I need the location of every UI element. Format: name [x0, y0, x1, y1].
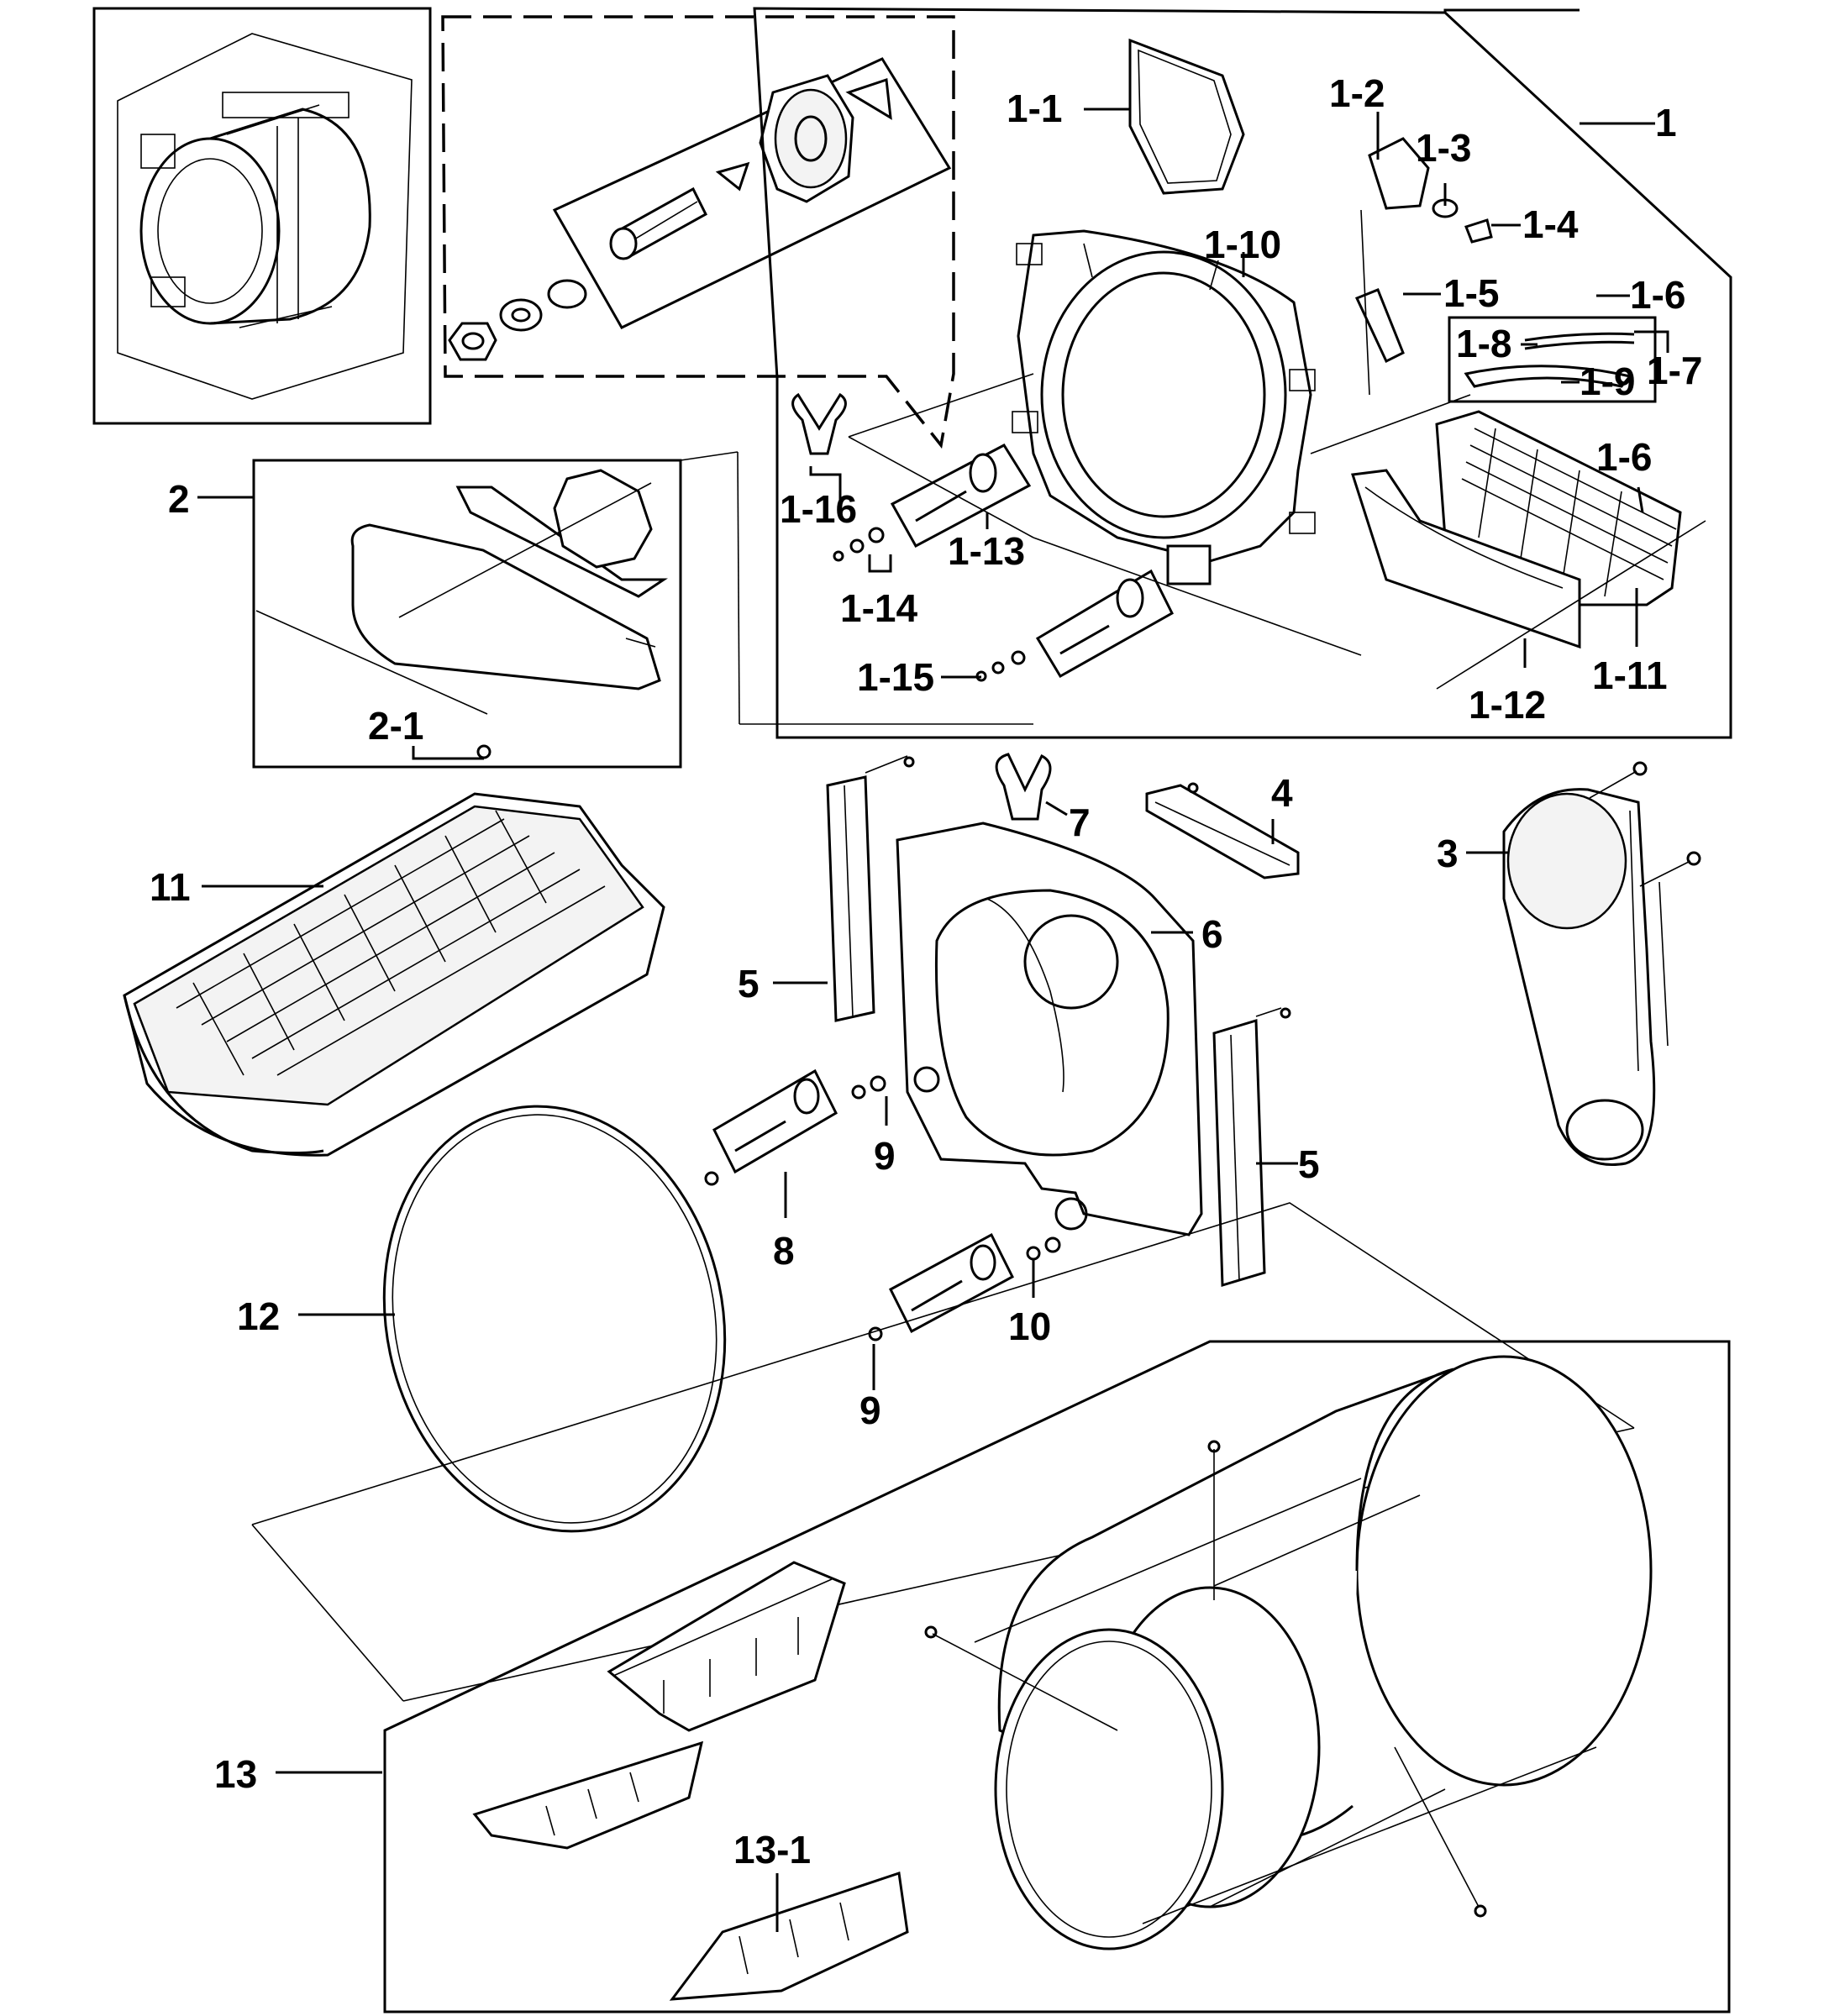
- part-10-roller: [868, 1232, 1061, 1341]
- label-1-9: 1-9: [1580, 360, 1635, 403]
- label-1-13: 1-13: [948, 529, 1025, 573]
- label-13-1: 13-1: [733, 1828, 811, 1872]
- part-1-13-roller: [890, 444, 1032, 549]
- part-7-clip: [995, 753, 1052, 821]
- label-1-6-lower: 1-6: [1596, 435, 1652, 479]
- label-1-15: 1-15: [857, 655, 934, 699]
- part-5-rail-left: [826, 755, 915, 1022]
- part-13-lifter-upper: [607, 1561, 846, 1732]
- label-1-5: 1-5: [1443, 271, 1499, 315]
- part-2-1-screw: [476, 744, 491, 759]
- label-9-lower: 9: [859, 1389, 881, 1432]
- washer-medium: [499, 298, 543, 332]
- label-9-upper: 9: [874, 1134, 896, 1178]
- label-1-10: 1-10: [1204, 223, 1281, 266]
- washer-large: [547, 279, 587, 309]
- label-3: 3: [1437, 832, 1459, 875]
- label-5-right: 5: [1298, 1142, 1320, 1186]
- label-1-2: 1-2: [1329, 71, 1385, 115]
- parts-1-7-1-9-box: [1448, 316, 1657, 403]
- roller-axle: [609, 186, 707, 260]
- assembly-1-frame: [753, 7, 1732, 739]
- label-6: 6: [1201, 912, 1223, 956]
- part-6-rear-panel: [896, 822, 1203, 1236]
- label-1-14: 1-14: [840, 586, 917, 630]
- callout-labels: 1 1-1 1-2 1-3 1-4 1-10 1-5 1-6 1-8 1-7 1…: [150, 71, 1702, 1872]
- label-5-left: 5: [738, 962, 760, 1005]
- label-1-3: 1-3: [1416, 126, 1471, 170]
- part-4-bracket: [1145, 782, 1300, 879]
- label-1: 1: [1655, 101, 1677, 144]
- label-1-11: 1-11: [1592, 654, 1668, 697]
- part-1-15-roller: [975, 569, 1174, 682]
- hex-nut: [448, 322, 497, 361]
- part-1-14-washers: [833, 527, 885, 562]
- part-1-2-switch-cover: [1368, 137, 1430, 210]
- assembly-1-guide-lines: [848, 209, 1706, 690]
- part-9-washers-upper: [851, 1075, 886, 1100]
- leader-lines: [197, 108, 1669, 1932]
- label-1-6-upper: 1-6: [1630, 273, 1685, 317]
- part-5-rail-right: [1212, 1007, 1291, 1287]
- label-13: 13: [214, 1752, 257, 1796]
- part-8-roller: [704, 1068, 838, 1186]
- label-10: 10: [1008, 1305, 1051, 1348]
- label-1-1: 1-1: [1007, 87, 1062, 130]
- label-1-16: 1-16: [780, 487, 857, 531]
- assembled-drum-illustration: [139, 92, 371, 328]
- label-1-4: 1-4: [1522, 202, 1579, 246]
- part-3-rear-duct: [1502, 761, 1701, 1166]
- assembly-overview-inset: [92, 7, 432, 425]
- label-2-1: 2-1: [368, 704, 423, 748]
- roller-triangle-cap: [845, 77, 892, 120]
- part-1-1-gasket: [1128, 38, 1245, 195]
- label-1-8: 1-8: [1456, 322, 1511, 365]
- part-13-1-lifter: [669, 1872, 909, 2001]
- part-1-4-socket: [1464, 218, 1493, 244]
- part-1-10-front-panel: [1012, 229, 1316, 585]
- label-2: 2: [168, 477, 190, 521]
- assembly-2-frame: [252, 451, 1033, 769]
- label-4: 4: [1271, 771, 1293, 815]
- label-8: 8: [773, 1229, 795, 1273]
- part-11-drum-cover: [123, 792, 665, 1157]
- part-1-12-lint-duct: [1351, 469, 1581, 649]
- part-13-drum: [924, 1355, 1653, 1950]
- label-1-7: 1-7: [1647, 349, 1702, 392]
- part-1-16-clip: [791, 392, 847, 455]
- label-12: 12: [237, 1294, 280, 1338]
- grill-mesh: [176, 810, 606, 1076]
- roller-detail-callout: [441, 15, 955, 449]
- roller-wheel: [759, 74, 854, 203]
- part-13-lifter-middle: [472, 1740, 704, 1850]
- assembly-13-frame: [383, 1340, 1731, 2013]
- label-1-12: 1-12: [1469, 683, 1546, 727]
- part-2-duct-seal: [553, 469, 653, 569]
- roller-triangle-clip: [715, 161, 750, 192]
- label-11: 11: [150, 865, 191, 909]
- label-7: 7: [1069, 801, 1091, 844]
- part-1-5-sensor: [1354, 288, 1405, 364]
